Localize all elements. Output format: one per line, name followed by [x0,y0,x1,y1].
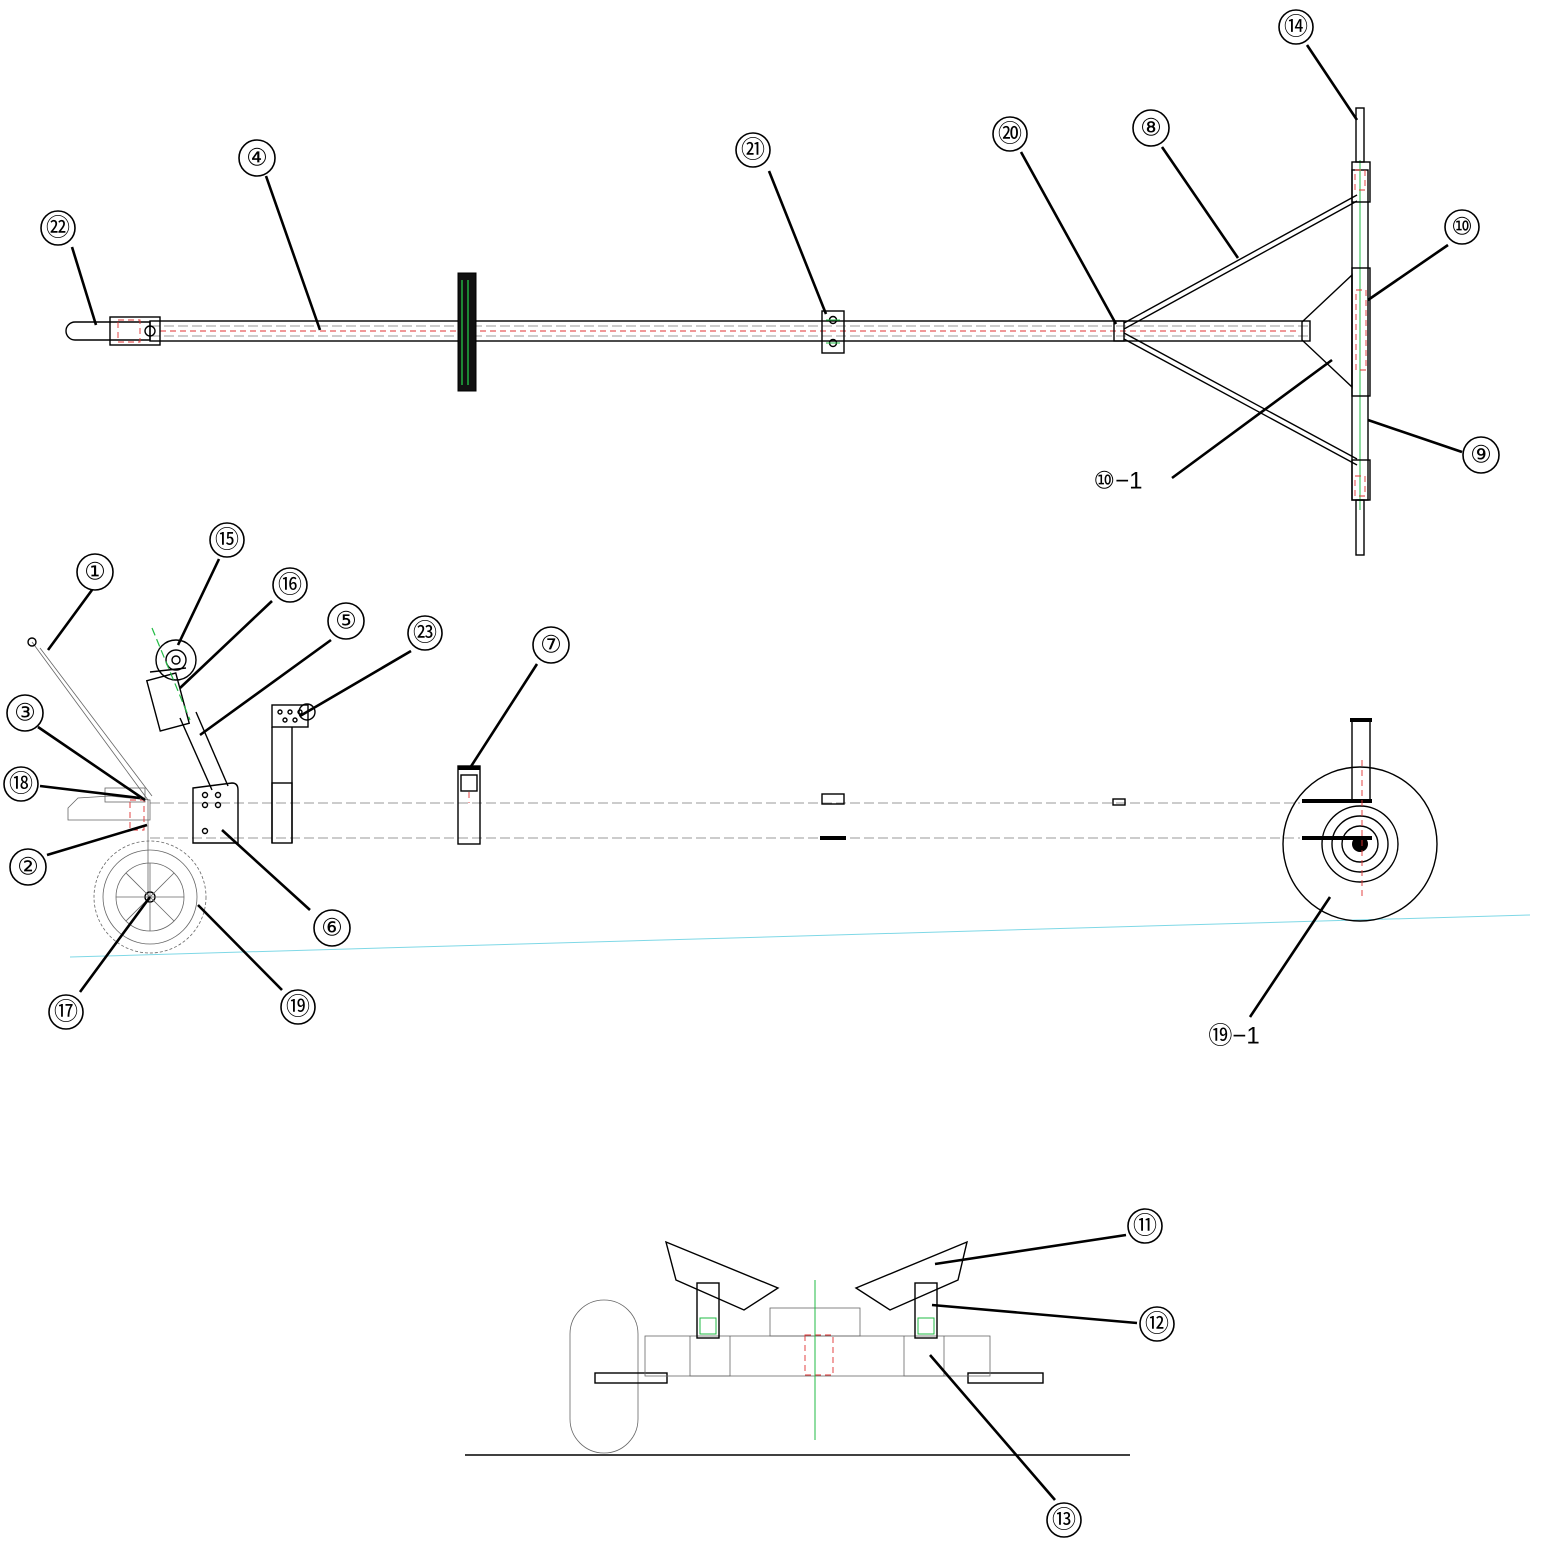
clamp-side [821,793,845,805]
svg-text:⑧: ⑧ [1140,115,1162,142]
callout-2: ② [9,848,47,886]
rear-wheel-side [1282,718,1438,922]
side-view [27,627,1531,958]
callout-15: ⑮ [209,522,245,558]
lower-strut [1123,338,1358,466]
left-bunk [664,1240,780,1311]
callout-22: ㉒ [40,210,76,246]
callout-12: ⑫ [1139,1306,1175,1342]
svg-text:⑱: ⑱ [9,771,33,798]
svg-text:⑯: ⑯ [278,572,302,599]
roller-bracket-side [457,765,481,845]
svg-text:⑬: ⑬ [1052,1507,1076,1534]
svg-text:⑩: ⑩ [1451,214,1473,241]
svg-text:㉒: ㉒ [46,215,70,242]
top-view [65,107,1371,556]
callout-18: ⑱ [3,766,39,802]
mount-plate-side [192,782,239,844]
callout-23: ㉓ [407,615,443,651]
right-bunk [854,1240,968,1311]
svg-text:⑥: ⑥ [321,915,343,942]
callout-20: ⑳ [992,116,1028,152]
upper-strut [1123,194,1358,324]
svg-text:㉑: ㉑ [741,137,765,164]
svg-text:④: ④ [246,145,268,172]
callout-19: ⑲ [280,989,316,1025]
svg-text:⑦: ⑦ [540,632,562,659]
jack-handle [31,641,149,801]
callout-16: ⑯ [272,567,308,603]
svg-text:⑩−1: ⑩−1 [1094,468,1143,495]
callout-3: ③ [6,694,44,732]
cross-bracket-top [457,272,477,392]
svg-text:⑫: ⑫ [1145,1311,1169,1338]
clamp-top [821,310,845,354]
svg-text:⑲−1: ⑲−1 [1208,1023,1259,1050]
callout-11: ⑪ [1127,1208,1163,1244]
svg-text:⑲: ⑲ [286,994,310,1021]
axle-mount-top [1351,267,1371,397]
callout-6: ⑥ [313,909,351,947]
rear-view [465,1240,1130,1456]
callout-8: ⑧ [1132,109,1170,147]
svg-text:⑤: ⑤ [335,608,357,635]
wheel-rear [569,1299,639,1454]
callout-13: ⑬ [1046,1502,1082,1538]
callout-1: ① [76,553,114,591]
svg-text:⑭: ⑭ [1284,14,1308,41]
support-bracket-side [271,703,316,844]
bunk-post [914,1282,938,1339]
svg-text:③: ③ [14,700,36,727]
callout-21: ㉑ [735,132,771,168]
callout-17: ⑰ [48,994,84,1030]
svg-text:⑰: ⑰ [54,999,78,1026]
hitch-coupler-top [65,316,161,346]
winch-post [179,717,213,791]
svg-text:⑮: ⑮ [215,527,239,554]
callout-5: ⑤ [327,602,365,640]
svg-text:⑨: ⑨ [1470,442,1492,469]
svg-text:⑪: ⑪ [1133,1213,1157,1240]
callout-10-1: ⑩−1 [1094,468,1143,495]
leader-lines [37,44,1463,1501]
callout-9: ⑨ [1462,436,1500,474]
callout-7: ⑦ [532,626,570,664]
callout-10: ⑩ [1444,209,1480,245]
callout-labels: ㉒ ④ ㉑ ⑳ ⑧ ⑭ ⑩ ⑨ ⑩−1 ⑮ ① ⑯ ⑤ ㉓ ⑦ ③ ⑱ ② ⑥ … [3,9,1500,1538]
svg-text:①: ① [84,559,106,586]
svg-text:②: ② [17,854,39,881]
junction-plate-top [1113,320,1125,342]
winch-assembly [145,627,197,732]
svg-text:⑳: ⑳ [998,121,1022,148]
callout-19-1: ⑲−1 [1208,1023,1259,1050]
callout-14: ⑭ [1278,9,1314,45]
svg-text:㉓: ㉓ [413,620,437,647]
callout-4: ④ [238,139,276,177]
